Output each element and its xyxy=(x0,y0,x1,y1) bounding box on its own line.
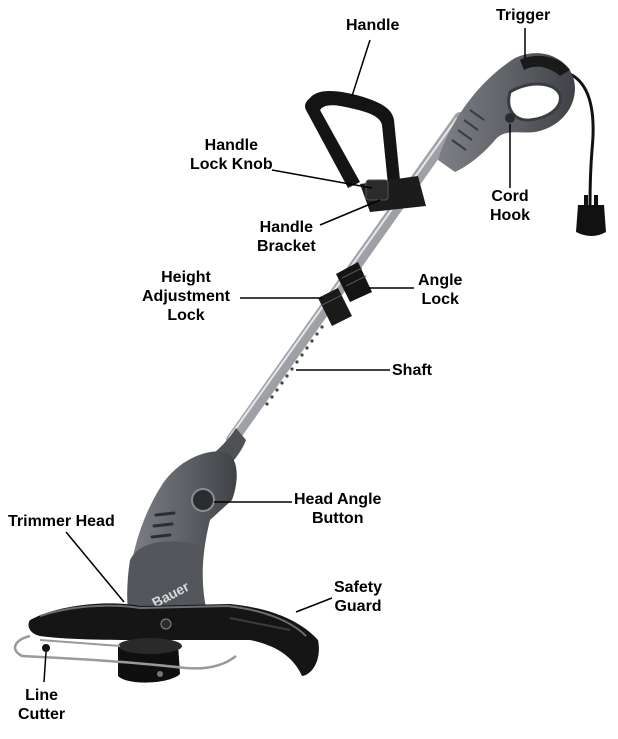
spool-bolt xyxy=(157,671,163,677)
plug-prong xyxy=(584,195,588,207)
label-shaft: Shaft xyxy=(392,361,432,380)
vent-slots xyxy=(150,511,176,539)
leader-handle-lock-knob xyxy=(271,169,373,189)
power-cord xyxy=(564,70,595,206)
label-safety-guard-line-2: Guard xyxy=(334,598,382,615)
label-trimmer-head: Trimmer Head xyxy=(8,512,115,531)
label-handle-lock-knob-line-1: Handle xyxy=(204,137,258,154)
label-height-adjustment-lock: Height Adjustment Lock xyxy=(142,268,230,325)
guard-screw xyxy=(160,618,172,630)
label-handle-bracket-line-2: Bracket xyxy=(257,238,316,255)
handle-lock-knob xyxy=(365,179,389,201)
plug-prong xyxy=(594,195,598,207)
label-handle-bracket-line-1: Handle xyxy=(259,219,314,236)
angle-lock-collar xyxy=(336,262,372,302)
label-handle-lock-knob-line-2: Lock Knob xyxy=(190,156,273,173)
trigger xyxy=(520,55,570,76)
label-height-adjustment-lock-line-3: Lock xyxy=(167,307,205,324)
leader-line-cutter xyxy=(43,651,47,683)
line-cutter-blade xyxy=(42,644,50,652)
label-trigger-line: Trigger xyxy=(496,7,551,24)
leader-handle xyxy=(351,39,371,97)
leader-safety-guard xyxy=(295,597,333,613)
label-trigger: Trigger xyxy=(496,6,550,25)
label-handle: Handle xyxy=(346,16,399,35)
assist-handle-loop xyxy=(305,91,400,188)
label-cord-hook-line-2: Hook xyxy=(490,207,530,224)
plug xyxy=(576,205,606,236)
label-handle-lock-knob: Handle Lock Knob xyxy=(190,136,273,174)
assist-handle-inner xyxy=(322,110,380,178)
safety-guard-top xyxy=(39,604,307,637)
label-shaft-line: Shaft xyxy=(392,362,432,379)
label-height-adjustment-lock-line-1: Height xyxy=(161,269,211,286)
leader-handle-bracket xyxy=(319,199,381,226)
label-angle-lock-line-1: Angle xyxy=(418,272,463,289)
edge-guide-wire xyxy=(13,634,237,670)
head-angle-button xyxy=(191,488,215,512)
edge-guide-wire-inner xyxy=(39,639,121,647)
cord-hook xyxy=(505,113,515,123)
leader-trimmer-head xyxy=(65,531,125,603)
label-angle-lock: Angle Lock xyxy=(418,271,462,309)
height-adjustment-lock-collar xyxy=(318,288,352,326)
label-height-adjustment-lock-line-2: Adjustment xyxy=(142,288,230,305)
label-line-cutter-line-2: Cutter xyxy=(18,706,66,723)
label-handle-bracket: Handle Bracket xyxy=(257,218,316,256)
guard-ridge xyxy=(229,617,291,631)
label-safety-guard: Safety Guard xyxy=(334,578,382,616)
label-line-cutter: Line Cutter xyxy=(18,686,65,724)
label-handle-line: Handle xyxy=(346,17,400,34)
rear-grip-loop xyxy=(507,82,562,122)
label-head-angle-button: Head Angle Button xyxy=(294,490,381,528)
label-head-angle-button-line-1: Head Angle xyxy=(294,491,382,508)
label-trimmer-head-line: Trimmer Head xyxy=(8,513,115,530)
leader-lines xyxy=(43,28,526,683)
label-cord-hook: Cord Hook xyxy=(490,187,530,225)
label-angle-lock-line-2: Lock xyxy=(421,291,459,308)
label-head-angle-button-line-2: Button xyxy=(311,510,364,527)
grip-ribs xyxy=(451,109,485,151)
label-cord-hook-line-1: Cord xyxy=(491,188,529,205)
spool-cap xyxy=(118,638,182,654)
label-line-cutter-line-1: Line xyxy=(25,687,58,704)
label-safety-guard-line-1: Safety xyxy=(334,579,383,596)
shaft-holes xyxy=(265,325,324,406)
